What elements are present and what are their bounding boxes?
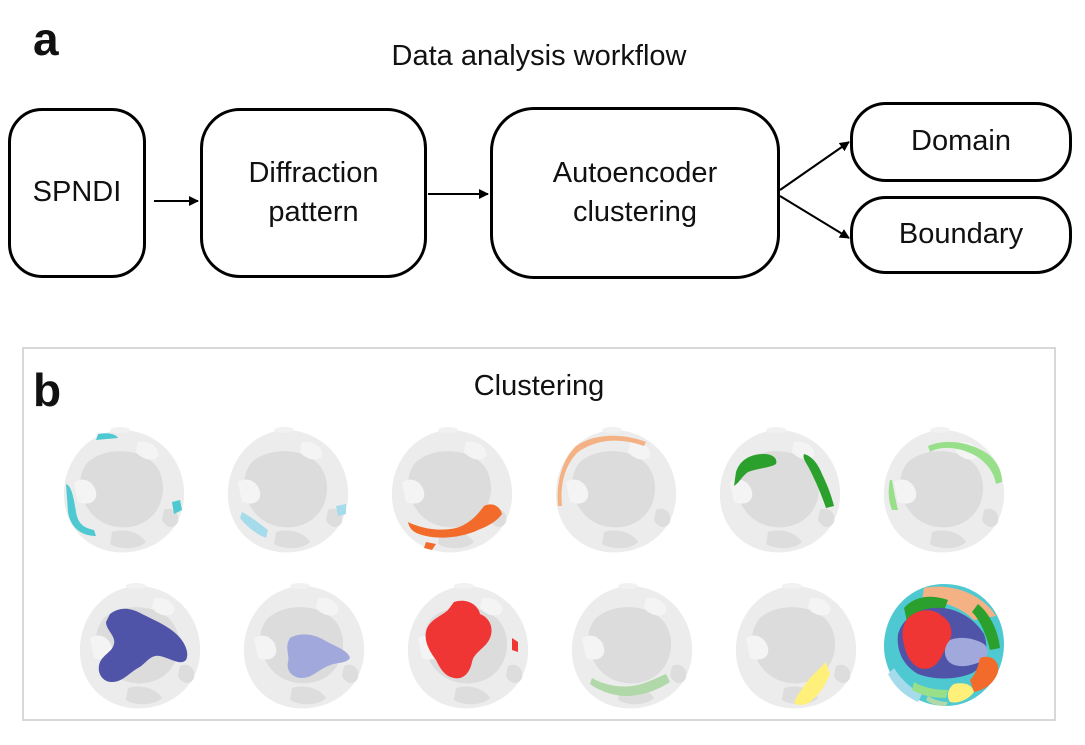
cluster-map-9: [407, 583, 529, 709]
workflow-title: Data analysis workflow: [391, 40, 687, 72]
boundary-node: Boundary: [850, 196, 1072, 274]
cluster-region-indigo: [98, 608, 188, 682]
cluster-region-peach: [557, 435, 646, 506]
autoencoder-clustering-label: Autoencoder clustering: [552, 156, 718, 228]
cluster-region-periwinkle: [287, 634, 350, 678]
diffraction-pattern-node: Diffraction pattern: [200, 108, 427, 278]
cluster-map-3: [391, 427, 513, 553]
cluster-region-green: [734, 454, 834, 508]
cluster-map-combined: [884, 584, 1004, 706]
panel-a-label: a: [33, 13, 59, 65]
panel-b-label: b: [33, 364, 62, 416]
cluster-map-4: [555, 427, 677, 553]
cluster-region-red: [425, 600, 518, 679]
cluster-map-5: [719, 427, 841, 553]
domain-label: Domain: [911, 125, 1011, 158]
cluster-map-6: [883, 427, 1005, 553]
spndi-label: SPNDI: [32, 176, 122, 209]
clustering-title: Clustering: [473, 370, 605, 402]
cluster-map-10: [571, 583, 693, 709]
spndi-node: SPNDI: [8, 108, 146, 278]
boundary-label: Boundary: [898, 218, 1024, 251]
clustering-panel: [22, 347, 1056, 721]
cluster-map-8: [243, 583, 365, 709]
cluster-map-1: [63, 427, 185, 553]
cluster-region-light-blue: [240, 504, 346, 538]
cluster-region-orange: [408, 504, 502, 550]
arrow-autoencoder-to-domain: [779, 141, 850, 191]
domain-node: Domain: [850, 102, 1072, 182]
cluster-region-cyan: [66, 433, 182, 536]
cluster-map-11: [735, 583, 857, 709]
autoencoder-clustering-node: Autoencoder clustering: [490, 107, 780, 279]
cluster-map-7: [79, 583, 201, 709]
cluster-region-sage: [590, 674, 670, 696]
cluster-map-2: [227, 427, 349, 553]
arrow-autoencoder-to-boundary: [779, 195, 850, 239]
cluster-region-yellow: [794, 662, 830, 705]
diffraction-pattern-label: Diffraction pattern: [248, 156, 379, 228]
